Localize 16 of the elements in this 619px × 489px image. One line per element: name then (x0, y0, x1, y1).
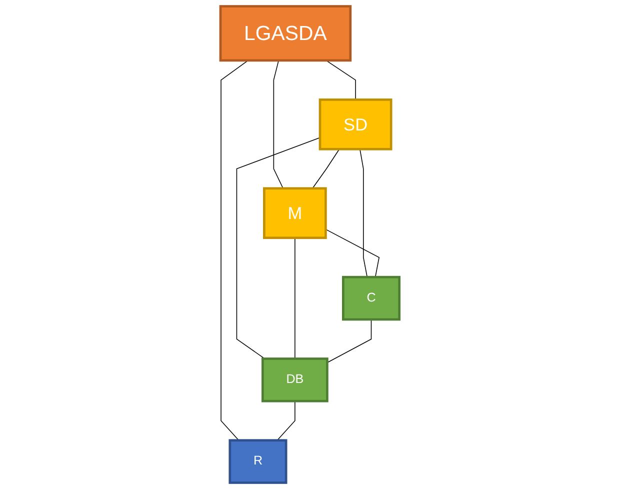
connector (294, 237, 295, 360)
connector (324, 228, 380, 278)
node-box: R (228, 439, 287, 484)
connector (220, 60, 248, 441)
node-box: SD (318, 98, 392, 150)
connector (326, 319, 372, 364)
connector (359, 148, 368, 278)
node-box: M (262, 187, 326, 239)
connector (312, 148, 340, 189)
connector (236, 137, 320, 360)
node-box: C (342, 276, 400, 321)
connector (272, 60, 284, 189)
connector (276, 400, 295, 441)
node-box: DB (261, 358, 328, 402)
connector (325, 60, 356, 100)
node-box: LGASDA (218, 5, 352, 62)
